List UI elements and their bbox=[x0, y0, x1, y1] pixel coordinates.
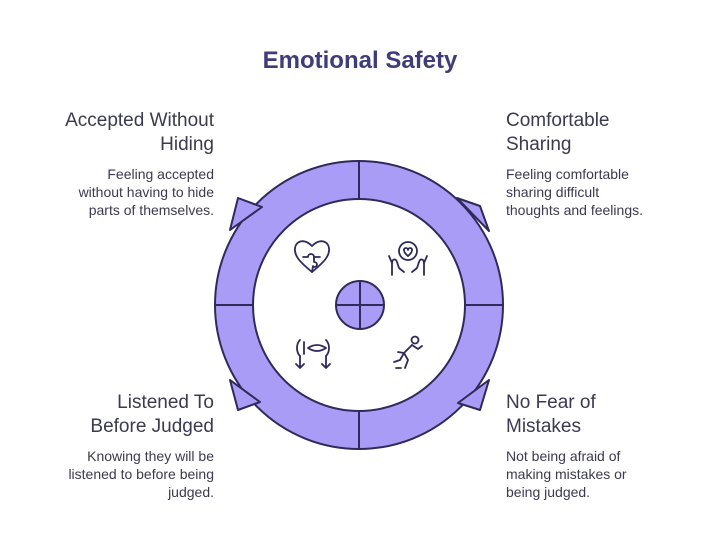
quadrant-accepted-without-hiding: Accepted Without Hiding Feeling accepted… bbox=[39, 109, 214, 219]
quadrant-description: Feeling accepted without having to hide … bbox=[78, 166, 214, 218]
person-falling-icon bbox=[393, 335, 423, 369]
cycle-arrowhead bbox=[229, 379, 261, 411]
heart-puzzle-icon bbox=[294, 240, 330, 273]
hands-holding-heart-icon bbox=[388, 241, 428, 276]
quadrant-no-fear-of-mistakes: No Fear of Mistakes Not being afraid of … bbox=[506, 391, 681, 501]
cycle-arrowhead bbox=[229, 197, 263, 231]
people-listening-icon bbox=[295, 339, 331, 369]
quadrant-heading: Accepted Without Hiding bbox=[65, 110, 214, 155]
center-circle-icon bbox=[335, 280, 385, 330]
cycle-arrowhead bbox=[457, 379, 490, 411]
quadrant-heading: Listened To Before Judged bbox=[90, 392, 214, 437]
quadrant-heading: No Fear of Mistakes bbox=[506, 392, 596, 437]
page-title: Emotional Safety bbox=[262, 47, 458, 74]
quadrant-description: Knowing they will be listened to before … bbox=[68, 448, 214, 500]
quadrant-listened-to-before-judged: Listened To Before Judged Knowing they w… bbox=[39, 391, 214, 501]
quadrant-description: Feeling comfortable sharing difficult th… bbox=[506, 166, 643, 218]
quadrant-comfortable-sharing: Comfortable Sharing Feeling comfortable … bbox=[506, 109, 681, 219]
quadrant-heading: Comfortable Sharing bbox=[506, 110, 610, 155]
quadrant-description: Not being afraid of making mistakes or b… bbox=[506, 448, 627, 500]
cycle-arrowhead bbox=[456, 197, 490, 232]
